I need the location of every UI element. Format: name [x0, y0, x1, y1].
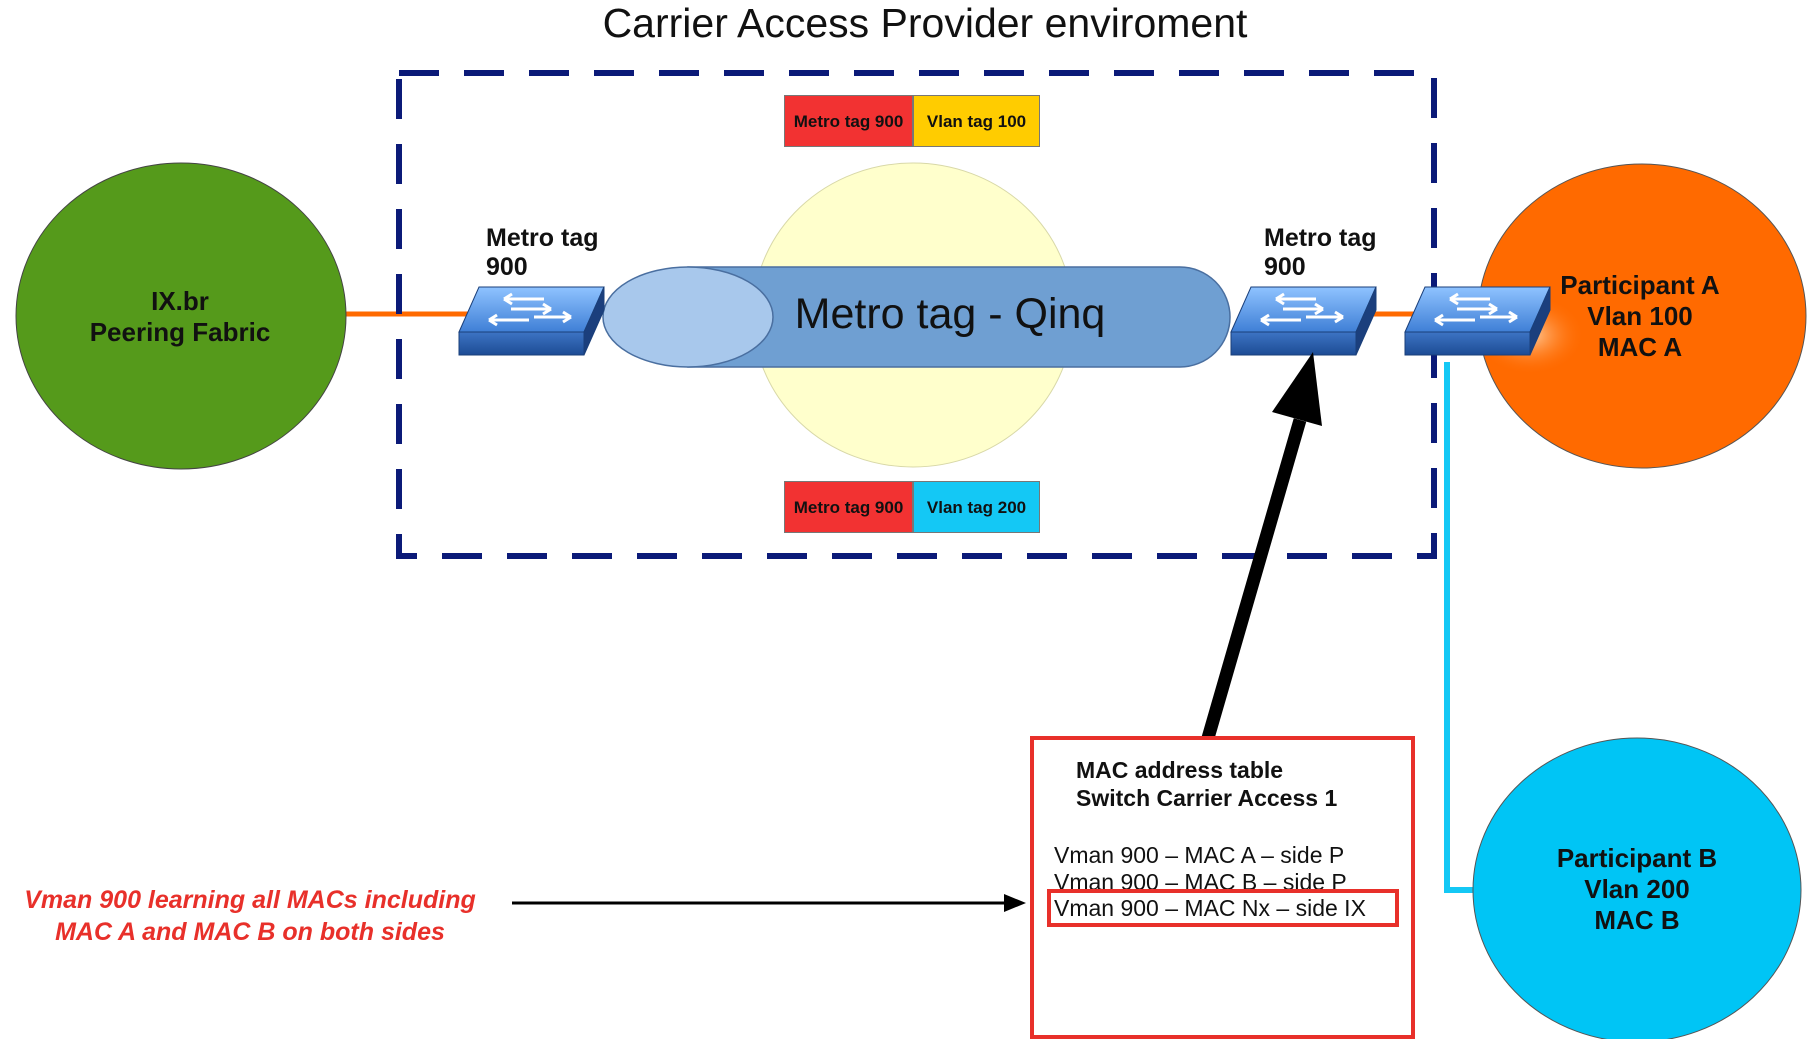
participant-b-label: Participant B Vlan 200 MAC B: [1527, 843, 1747, 936]
participant-b-vlan: Vlan 200: [1584, 874, 1690, 904]
network-switch-icon: [458, 286, 605, 356]
participant-b-mac: MAC B: [1594, 905, 1680, 935]
right-switch-label: Metro tag 900: [1264, 224, 1377, 282]
mac-table-pointer-arrowhead: [1272, 352, 1322, 426]
left-switch-label-line1: Metro tag: [486, 224, 599, 252]
left-switch-label-line2: 900: [486, 253, 528, 281]
qinq-tunnel: [687, 266, 1231, 368]
right-switch-label-line1: Metro tag: [1264, 224, 1377, 252]
participant-b-link: [1444, 362, 1478, 893]
mac-table-title-line2: Switch Carrier Access 1: [1076, 785, 1338, 811]
diagram-title: Carrier Access Provider enviroment: [602, 0, 1248, 46]
mac-address-table: MAC address table Switch Carrier Access …: [1030, 736, 1415, 1039]
carrier-boundary: [396, 70, 1437, 559]
top-metro-tag: Metro tag 900: [784, 95, 913, 147]
participant-b-name: Participant B: [1556, 843, 1718, 873]
mac-table-title: MAC address table Switch Carrier Access …: [1076, 756, 1337, 812]
left-switch-label: Metro tag 900: [486, 224, 599, 282]
participant-a-vlan: Vlan 100: [1587, 301, 1693, 331]
tunnel-label: Metro tag - Qinq: [794, 290, 1106, 338]
ix-node-label: IX.br Peering Fabric: [60, 286, 300, 348]
learning-note: Vman 900 learning all MACs including MAC…: [0, 884, 500, 948]
network-switch-icon: [1230, 286, 1377, 356]
ix-node-subtitle: Peering Fabric: [89, 317, 271, 347]
participant-b-circle: [1472, 737, 1802, 1039]
mac-table-entry: Vman 900 – MAC A – side P: [1054, 842, 1345, 868]
right-switch-label-line2: 900: [1264, 253, 1306, 281]
ix-node-circle: [15, 162, 347, 470]
bottom-metro-tag: Metro tag 900: [784, 481, 913, 533]
participant-a-name: Participant A: [1560, 270, 1720, 300]
bottom-vlan-tag: Vlan tag 200: [913, 481, 1040, 533]
qinq-tunnel-mouth: [602, 266, 774, 368]
mac-table-title-line1: MAC address table: [1076, 757, 1284, 783]
participant-a-mac: MAC A: [1597, 332, 1683, 362]
mac-table-entry: Vman 900 – MAC Nx – side IX: [1054, 895, 1366, 921]
learning-note-line1: Vman 900 learning all MACs including: [24, 886, 476, 914]
learning-note-line2: MAC A and MAC B on both sides: [55, 918, 445, 946]
mac-table-highlight: Vman 900 – MAC Nx – side IX: [1047, 889, 1399, 927]
ix-node-name: IX.br: [151, 286, 209, 316]
participant-a-label: Participant A Vlan 100 MAC A: [1530, 270, 1750, 363]
mac-table-pointer-arrow: [1201, 418, 1307, 740]
note-arrowhead: [1004, 894, 1026, 912]
network-switch-icon: [1404, 286, 1551, 356]
top-vlan-tag: Vlan tag 100: [913, 95, 1040, 147]
